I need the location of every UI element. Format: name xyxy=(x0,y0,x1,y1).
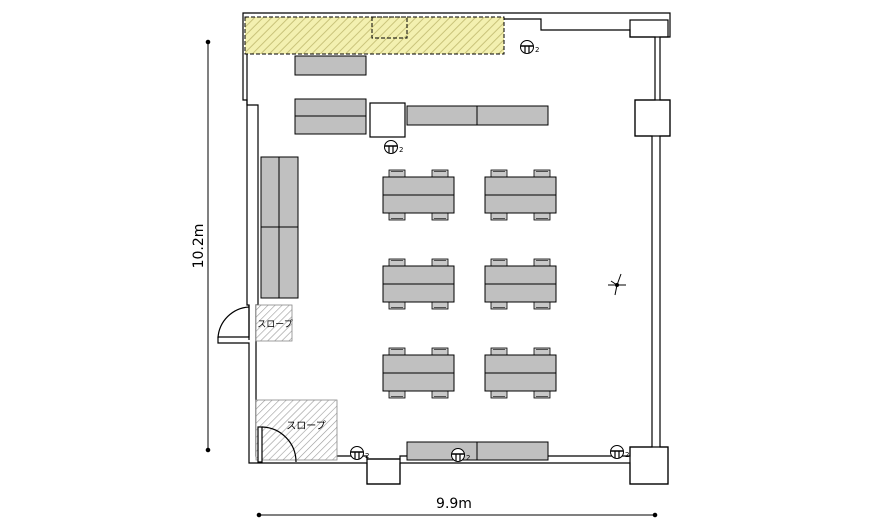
table-with-chairs xyxy=(382,258,455,310)
outlet-count-label: 2 xyxy=(399,146,403,154)
chair xyxy=(490,301,508,310)
outlet-count-label: 2 xyxy=(466,454,470,462)
column-lower-right xyxy=(629,446,669,485)
chair xyxy=(388,258,406,267)
chair xyxy=(431,212,449,221)
column-center xyxy=(369,102,406,138)
chair xyxy=(490,258,508,267)
outlet-icon: 2 xyxy=(350,446,369,460)
outlet-count-label: 2 xyxy=(625,451,629,459)
chair xyxy=(388,212,406,221)
counter-top-left xyxy=(294,55,367,76)
chair xyxy=(533,169,551,178)
height-dimension xyxy=(205,39,211,453)
chair xyxy=(533,390,551,399)
air-conditioner-icon xyxy=(608,273,626,296)
column-right xyxy=(634,99,671,137)
chair xyxy=(490,390,508,399)
outlet-icon: 2 xyxy=(520,40,539,54)
door-swing-icon xyxy=(217,305,250,340)
counters xyxy=(260,55,549,461)
slope-upper: スロープ xyxy=(255,304,293,342)
width-dimension-label: 9.9m xyxy=(436,496,472,512)
chair xyxy=(490,347,508,356)
chair xyxy=(533,258,551,267)
table-group xyxy=(382,169,557,399)
chair xyxy=(388,347,406,356)
chair xyxy=(431,258,449,267)
storage-shelf xyxy=(244,16,505,55)
chair xyxy=(490,212,508,221)
outlet-icon: 2 xyxy=(451,448,470,462)
slope-lower-label: スロープ xyxy=(286,420,325,432)
outlet-count-label: 2 xyxy=(535,46,539,54)
chair xyxy=(533,347,551,356)
slope-lower: スロープ xyxy=(255,399,338,461)
chair xyxy=(431,169,449,178)
height-dimension-label: 10.2m xyxy=(191,224,207,269)
outlet-icon: 2 xyxy=(610,445,629,459)
column-bottom xyxy=(366,458,401,485)
inner-wall xyxy=(246,18,656,460)
chair xyxy=(431,301,449,310)
chair xyxy=(533,212,551,221)
chair xyxy=(431,347,449,356)
slope-upper-label: スロープ xyxy=(257,319,292,330)
chair xyxy=(388,390,406,399)
chair xyxy=(431,390,449,399)
table-with-chairs xyxy=(484,169,557,221)
table-with-chairs xyxy=(484,258,557,310)
table-with-chairs xyxy=(382,347,455,399)
storage-shelf-notch xyxy=(371,16,408,39)
chair xyxy=(388,301,406,310)
chair xyxy=(490,169,508,178)
door-swing-icon xyxy=(257,426,297,463)
width-dimension xyxy=(256,512,658,518)
outlet-count-label: 2 xyxy=(365,452,369,460)
column-upper-right xyxy=(629,19,669,38)
table-with-chairs xyxy=(484,347,557,399)
chair xyxy=(533,301,551,310)
outlet-group: 2 2 2 2 2 xyxy=(350,40,629,462)
chair xyxy=(388,169,406,178)
outlet-icon: 2 xyxy=(384,140,403,154)
table-with-chairs xyxy=(382,169,455,221)
